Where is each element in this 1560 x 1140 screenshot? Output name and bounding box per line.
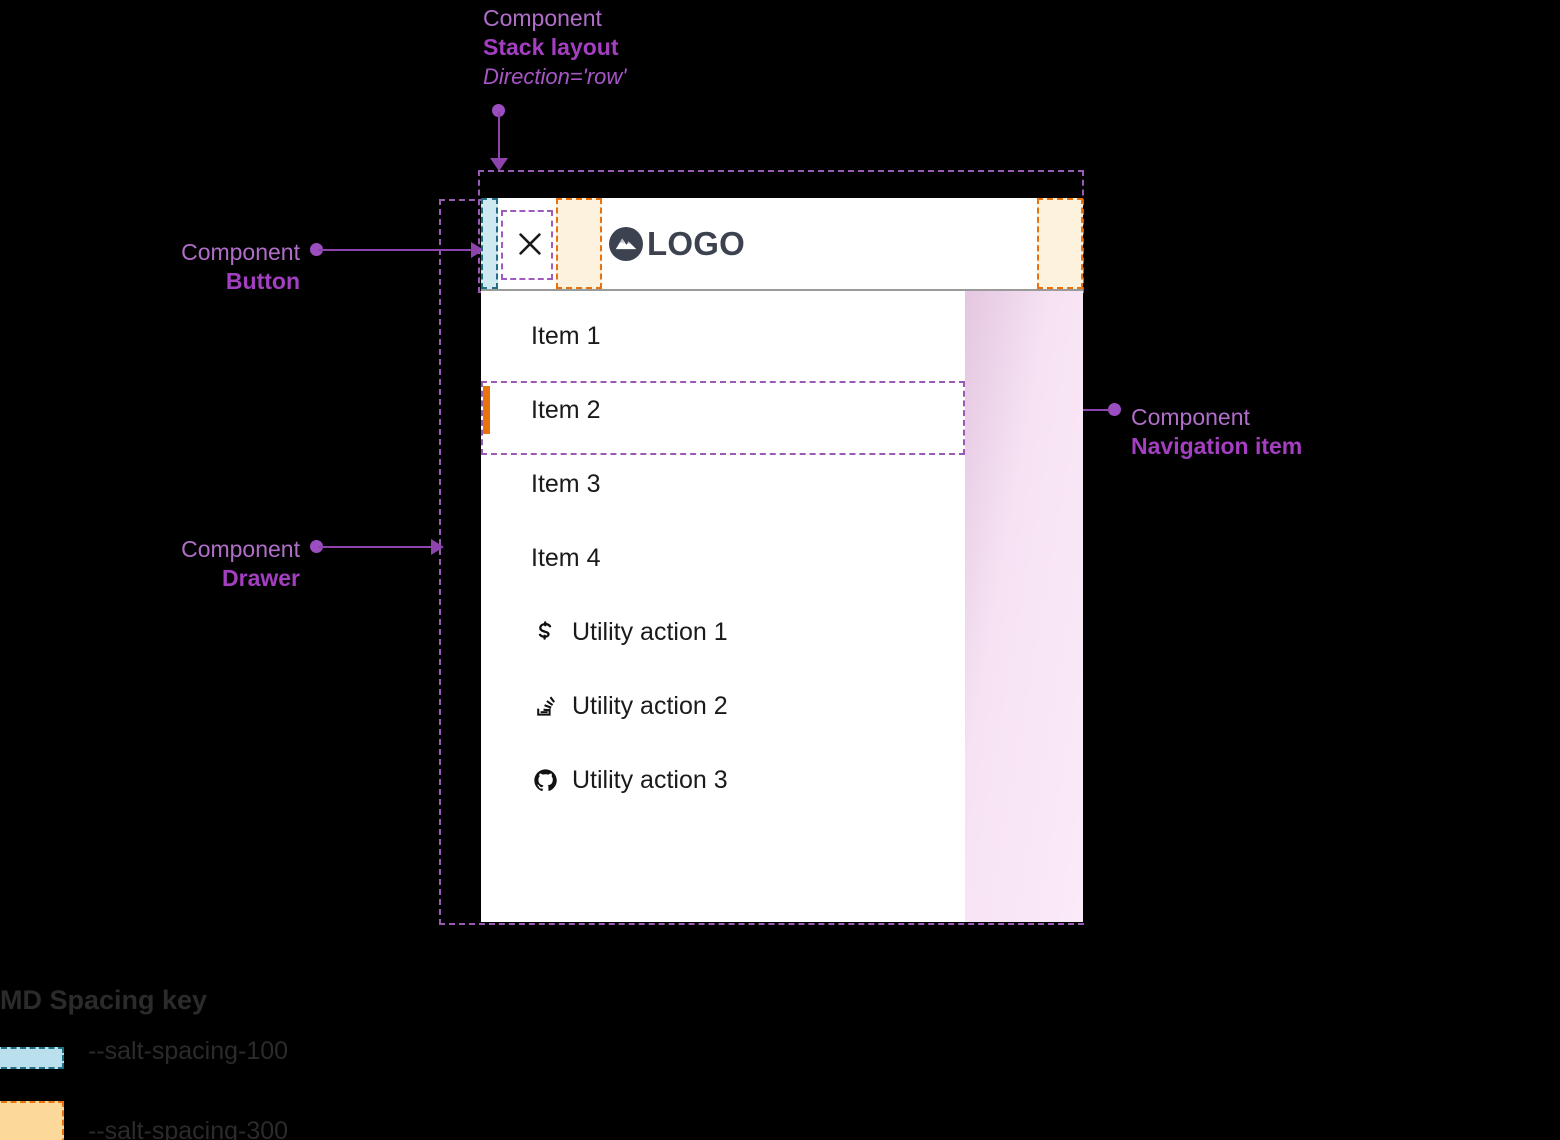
nav-item-1-label: Item 1 <box>531 321 601 350</box>
close-button[interactable] <box>506 220 554 268</box>
annotation-drawer-kind: Component <box>181 536 300 562</box>
salt-s-icon <box>532 619 558 645</box>
annotation-navigation-item: Component Navigation item <box>1131 403 1302 462</box>
annotation-button: Component Button <box>120 238 300 297</box>
drawer-body: Item 1 Item 2 Item 3 Item 4 <box>481 291 1083 922</box>
spacing-swatch-300 <box>0 1101 64 1140</box>
utility-action-1-label: Utility action 1 <box>572 617 728 646</box>
annotation-navigation-item-name: Navigation item <box>1131 433 1303 460</box>
nav-item-4[interactable]: Item 4 <box>481 521 965 595</box>
drawer-header: LOGO <box>481 198 1083 291</box>
annotation-stack-layout-prop: Direction='row' <box>483 63 627 89</box>
spacing-key-label-100: --salt-spacing-100 <box>88 1037 289 1065</box>
spacing-key-label-300: --salt-spacing-300 <box>88 1117 289 1140</box>
spacing-marker-300-gap <box>556 198 602 289</box>
utility-action-3-label: Utility action 3 <box>572 765 728 794</box>
utility-action-2-label: Utility action 2 <box>572 691 728 720</box>
spacing-marker-100-left <box>481 198 498 289</box>
nav-item-1[interactable]: Item 1 <box>481 299 965 373</box>
utility-action-2[interactable]: Utility action 2 <box>481 669 965 743</box>
spacing-key-title: MD Spacing key <box>0 985 208 1015</box>
close-icon <box>519 233 541 255</box>
mountain-logo-icon <box>609 227 643 261</box>
annotation-stack-layout-kind: Component <box>483 5 602 31</box>
navigation-highlight-band <box>965 291 1083 922</box>
stack-overflow-icon <box>532 693 558 719</box>
utility-action-3[interactable]: Utility action 3 <box>481 743 965 817</box>
nav-item-2-selected-indicator <box>483 386 490 434</box>
annotation-button-name: Button <box>225 268 300 295</box>
annotation-stack-layout: Component Stack layout Direction='row' <box>483 4 627 91</box>
annotation-navigation-item-kind: Component <box>1131 404 1250 430</box>
nav-item-4-label: Item 4 <box>531 543 601 572</box>
drawer-panel: LOGO Item 1 Item 2 Item 3 Item 4 <box>481 198 1083 922</box>
annotation-drawer-name: Drawer <box>222 565 300 592</box>
spacing-swatch-100 <box>0 1047 64 1069</box>
logo-lockup: LOGO <box>609 220 745 268</box>
annotation-button-kind: Component <box>181 239 300 265</box>
github-icon <box>532 767 558 793</box>
logo-text: LOGO <box>647 225 745 262</box>
nav-item-3-label: Item 3 <box>531 469 601 498</box>
nav-item-2-label: Item 2 <box>531 395 601 424</box>
spacing-marker-300-right <box>1037 198 1083 289</box>
utility-action-1[interactable]: Utility action 1 <box>481 595 965 669</box>
nav-item-2[interactable]: Item 2 <box>481 373 965 447</box>
annotation-stack-layout-name: Stack layout <box>483 34 619 61</box>
annotation-drawer: Component Drawer <box>120 535 300 594</box>
nav-item-3[interactable]: Item 3 <box>481 447 965 521</box>
